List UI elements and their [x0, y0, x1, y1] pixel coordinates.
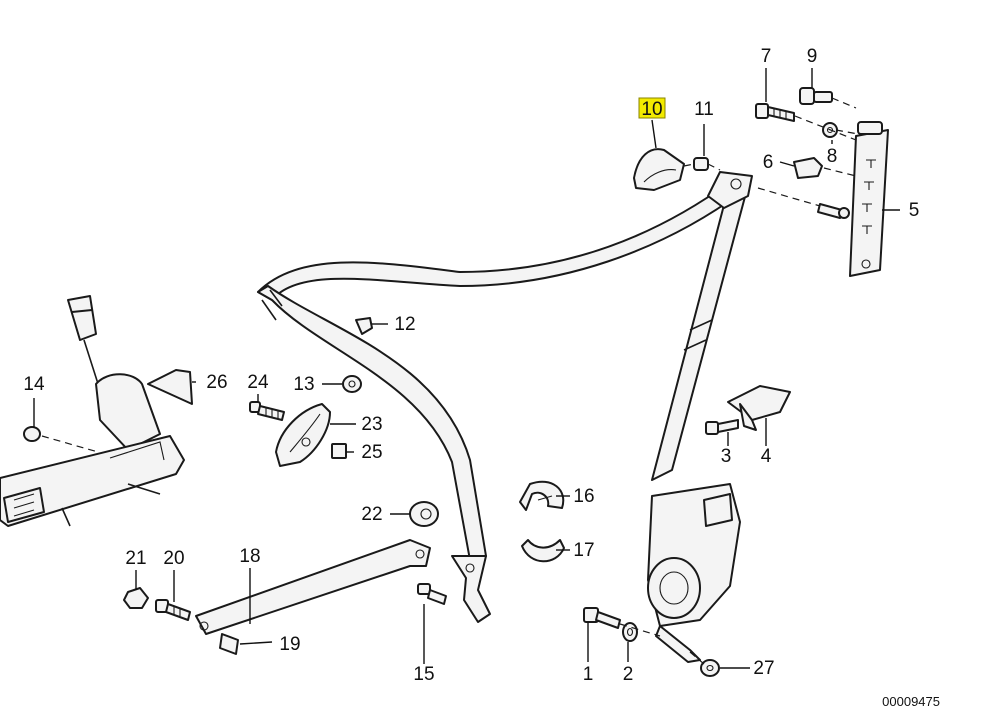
label-24: 24 [247, 372, 269, 393]
part-number-labels: 7 9 10 11 8 6 5 12 13 14 26 24 23 25 22 … [23, 46, 919, 685]
part-23-trim-cover [275, 403, 331, 467]
part-12-clip [355, 317, 373, 335]
label-10: 10 [641, 99, 662, 120]
part-3-bolt [705, 419, 739, 435]
part-1-bolt [583, 607, 621, 629]
catalog-number: 00009475 [882, 694, 940, 709]
part-18-anchor-bar [195, 539, 431, 635]
part-19-sleeve [219, 633, 239, 655]
part-22-grommet [409, 501, 439, 527]
label-17: 17 [573, 540, 594, 561]
label-14: 14 [23, 374, 45, 395]
label-7: 7 [761, 46, 772, 67]
belt-retractor [647, 483, 741, 663]
part-17-trim-ring [521, 539, 565, 563]
label-9: 9 [807, 46, 818, 67]
part-24-bolt [249, 401, 285, 421]
label-22: 22 [361, 504, 382, 525]
part-27-washer [700, 659, 720, 677]
label-18: 18 [239, 546, 260, 567]
label-11: 11 [694, 99, 714, 120]
part-10-trim-cover [633, 148, 685, 191]
part-11-nut [693, 157, 709, 171]
label-20: 20 [163, 548, 184, 569]
part-25-clip [331, 443, 347, 459]
label-26: 26 [206, 372, 227, 393]
label-3: 3 [721, 446, 732, 467]
leader-lines [33, 68, 900, 669]
label-10-highlight [638, 97, 666, 119]
lower-anchor-plate [451, 555, 491, 623]
label-2: 2 [623, 664, 634, 685]
label-5: 5 [909, 200, 920, 221]
part-26-cover [147, 369, 193, 405]
label-1: 1 [583, 664, 594, 685]
upper-guide-loop [707, 171, 753, 209]
part-14-nut [23, 426, 41, 442]
label-19: 19 [279, 634, 300, 655]
part-16-trim-ring [519, 480, 565, 511]
part-13-nut [342, 375, 362, 393]
part-7-bolt [755, 103, 795, 122]
label-6: 6 [763, 152, 774, 173]
label-21: 21 [125, 548, 146, 569]
buckle-assembly [0, 295, 185, 527]
label-16: 16 [573, 486, 594, 507]
label-27: 27 [753, 658, 774, 679]
part-5-height-adjuster-rail [849, 121, 889, 277]
label-13: 13 [293, 374, 314, 395]
part-6-slider [793, 157, 823, 179]
part-9-bolt [799, 87, 833, 105]
rail-bolt [817, 203, 850, 219]
part-4-bracket [727, 385, 791, 431]
label-25: 25 [361, 442, 382, 463]
part-20-bolt [155, 599, 191, 621]
part-21-nut [123, 587, 149, 609]
label-8: 8 [827, 146, 838, 167]
label-12: 12 [394, 314, 415, 335]
label-4: 4 [761, 446, 772, 467]
label-23: 23 [361, 414, 382, 435]
part-15-bolt [417, 583, 447, 605]
label-15: 15 [413, 664, 434, 685]
